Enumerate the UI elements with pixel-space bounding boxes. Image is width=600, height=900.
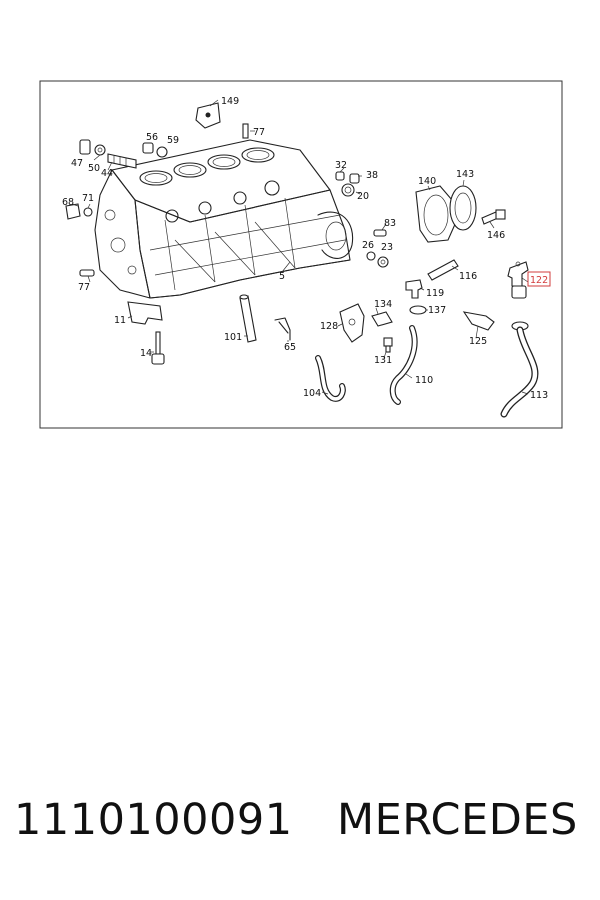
callout-14: 14	[140, 348, 152, 359]
part-number: 1110100091	[14, 795, 293, 845]
callout-32: 32	[335, 160, 347, 171]
engine-block	[94, 139, 354, 299]
callout-50: 50	[88, 163, 100, 174]
callout-122: 122	[530, 275, 548, 286]
parts-diagram-svg: 149 77 56 59 47 50 44 32 38 20 68 71 140…	[39, 80, 563, 429]
callout-110: 110	[415, 375, 433, 386]
part-26-ring	[366, 251, 376, 261]
callout-5: 5	[279, 271, 285, 282]
callout-83: 83	[384, 218, 396, 229]
callout-119: 119	[426, 288, 444, 299]
callout-143: 143	[456, 169, 474, 180]
callout-113: 113	[530, 390, 548, 401]
callout-146: 146	[487, 230, 505, 241]
callout-104: 104	[303, 388, 321, 399]
callout-59: 59	[167, 135, 179, 146]
part-140-seal-housing	[415, 185, 457, 243]
part-77-pin	[242, 123, 249, 139]
footer: 1110100091 MERCEDES	[0, 795, 600, 865]
plug-group-mid	[335, 171, 360, 197]
part-101-tube	[239, 294, 257, 343]
part-128-bracket	[339, 303, 365, 343]
callout-149: 149	[221, 96, 239, 107]
leader-lines	[71, 99, 529, 395]
part-119-fitting	[405, 279, 423, 299]
part-143-seal-ring	[449, 185, 477, 231]
part-65-elbow	[274, 317, 291, 341]
part-11-bracket	[127, 301, 163, 325]
callout-labels: 149 77 56 59 47 50 44 32 38 20 68 71 140…	[62, 96, 548, 401]
callout-134: 134	[374, 299, 392, 310]
diagram-frame	[39, 80, 563, 429]
part-23-ring	[377, 256, 389, 268]
callout-131: 131	[374, 355, 392, 366]
part-116-tube	[427, 259, 459, 281]
part-134-clip	[371, 311, 393, 327]
part-113-hose	[500, 321, 539, 418]
brand-name: MERCEDES	[337, 795, 578, 845]
callout-47: 47	[71, 158, 83, 169]
callout-23: 23	[381, 242, 393, 253]
callout-125: 125	[469, 336, 487, 347]
callout-68: 68	[62, 197, 74, 208]
callout-137: 137	[428, 305, 446, 316]
callout-38: 38	[366, 170, 378, 181]
part-14-bolt	[151, 331, 165, 365]
callout-44: 44	[101, 168, 113, 179]
plug-group-left	[79, 139, 168, 169]
part-83-pin	[373, 229, 387, 237]
part-122-elbow	[507, 261, 529, 299]
callout-77-top: 77	[253, 127, 265, 138]
highlight-box-122	[527, 271, 551, 287]
callout-101: 101	[224, 332, 242, 343]
part-131-bolt	[383, 337, 393, 353]
parts-diagram: 149 77 56 59 47 50 44 32 38 20 68 71 140…	[39, 80, 563, 429]
callout-20: 20	[357, 191, 369, 202]
part-77-pin-left	[79, 269, 95, 277]
callout-116: 116	[459, 271, 477, 282]
callout-26: 26	[362, 240, 374, 251]
callout-71: 71	[82, 193, 94, 204]
callout-140: 140	[418, 176, 436, 187]
part-146-bolt	[481, 209, 506, 225]
part-137-washer	[409, 305, 427, 315]
callout-56: 56	[146, 132, 158, 143]
plug-group-front	[65, 203, 93, 220]
callout-128: 128	[320, 321, 338, 332]
part-149-cap	[195, 102, 221, 129]
callout-11: 11	[114, 315, 126, 326]
callout-77-left: 77	[78, 282, 90, 293]
part-125-bracket	[462, 311, 495, 331]
callout-65: 65	[284, 342, 296, 353]
